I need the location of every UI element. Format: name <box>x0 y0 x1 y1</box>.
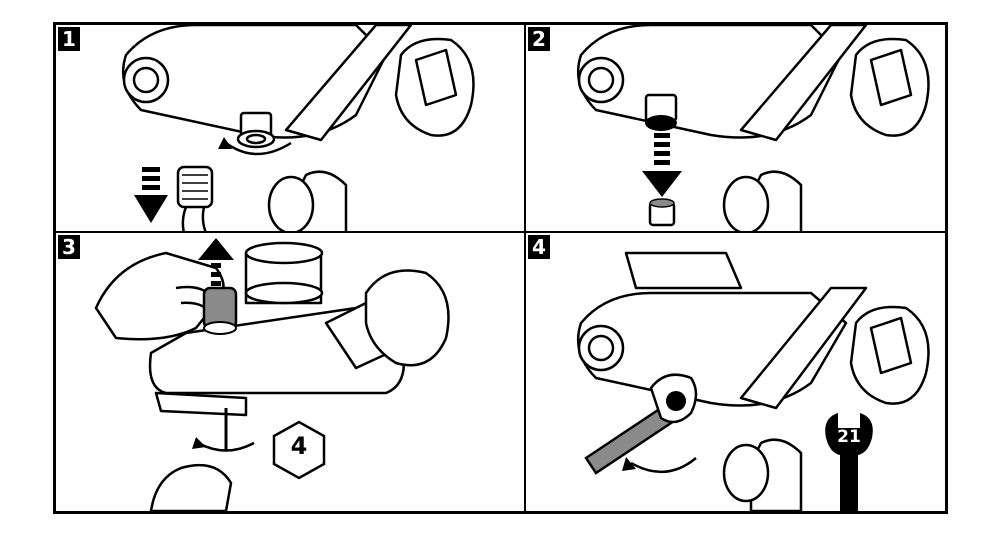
step-1-illustration <box>121 25 475 231</box>
step-3-illustration <box>94 238 450 511</box>
step-number: 3 <box>58 235 80 259</box>
step-3-panel: 4 3 <box>56 233 526 511</box>
step-number: 1 <box>58 27 80 51</box>
step-number: 2 <box>528 27 550 51</box>
step-number: 4 <box>528 235 550 259</box>
step-4-panel: 21 4 <box>526 233 945 511</box>
step-2-illustration <box>576 25 930 231</box>
rotate-arrow-icon <box>225 141 292 156</box>
instruction-sheet: 1 <box>53 22 948 514</box>
wrench-size-icon <box>825 413 873 511</box>
step-2-panel: 2 <box>526 25 945 233</box>
step-1-panel: 1 <box>56 25 526 233</box>
hex-key-badge-icon <box>272 420 326 480</box>
step-4-illustration <box>576 251 930 511</box>
hex-key-size-label: 4 <box>290 432 308 460</box>
rotate-arrow-icon <box>630 457 697 474</box>
hose-arrow-icon <box>134 167 168 223</box>
wrench-size-label: 21 <box>837 427 861 447</box>
